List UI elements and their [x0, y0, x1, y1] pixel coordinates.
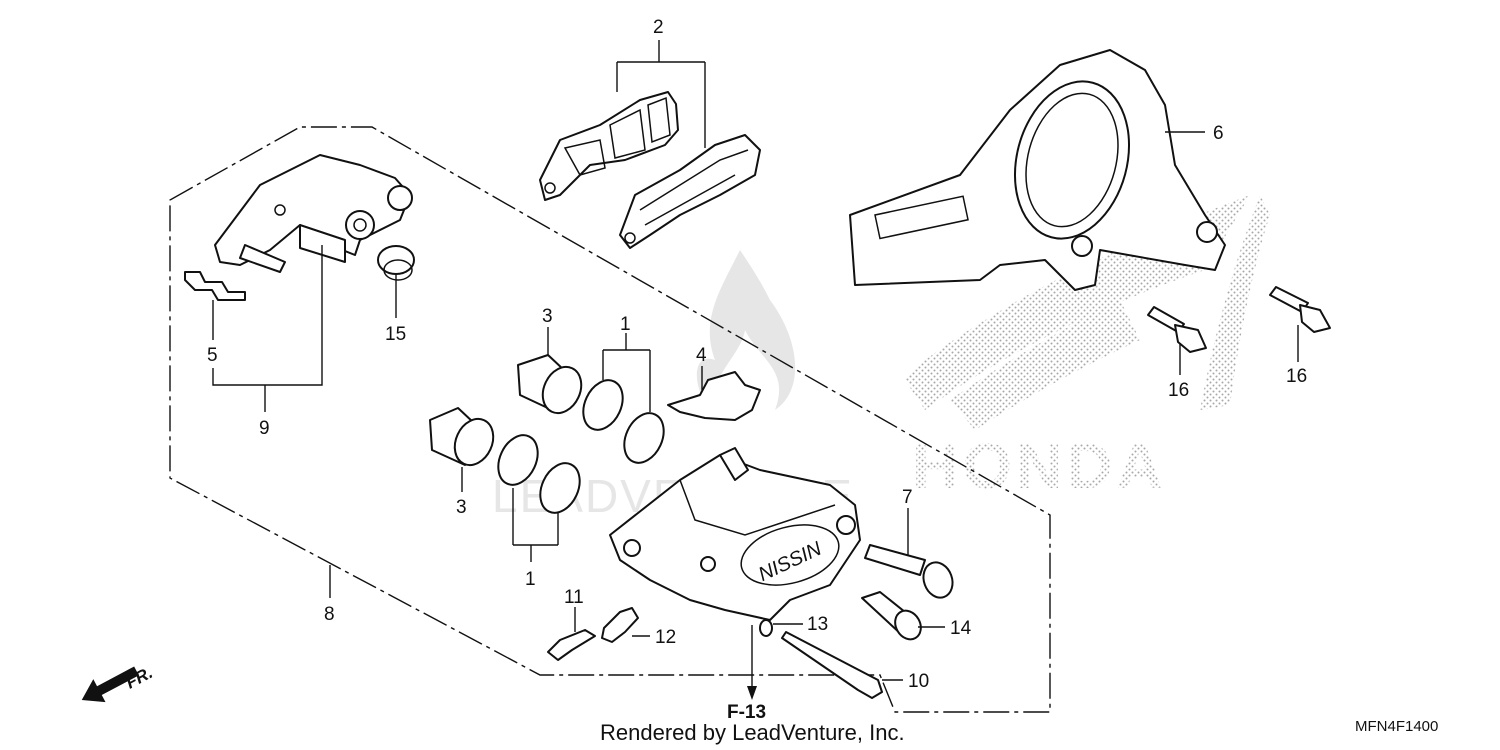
pad-pin	[781, 631, 883, 699]
footer-credit: Rendered by LeadVenture, Inc.	[600, 720, 905, 745]
bracket-bolt-2	[1269, 286, 1331, 333]
callout-16-left: 16	[1168, 380, 1189, 401]
boot	[377, 245, 415, 281]
caliper-support	[214, 154, 413, 273]
callout-12: 12	[655, 627, 676, 648]
piston-lower	[429, 407, 495, 467]
caliper-body: NISSIN	[609, 447, 861, 621]
callout-1-upper: 1	[620, 314, 631, 335]
bracket-bolt-1	[1147, 306, 1207, 353]
seal-set-upper	[582, 379, 665, 464]
diagram-code: MFN4F1400	[1355, 718, 1438, 735]
pad-clip	[184, 271, 246, 301]
pin-bolt	[861, 591, 922, 641]
callout-6: 6	[1213, 123, 1224, 144]
washer	[759, 619, 773, 637]
callout-13: 13	[807, 614, 828, 635]
callout-4: 4	[696, 345, 707, 366]
reference-f13: F-13	[727, 702, 766, 723]
honda-watermark-text: HONDA	[912, 430, 1167, 502]
caliper-bracket	[849, 49, 1226, 291]
callout-7: 7	[902, 487, 913, 508]
callout-5: 5	[207, 345, 218, 366]
callout-16-right: 16	[1286, 366, 1307, 387]
caliper-assembly-outline	[169, 126, 1051, 713]
bleed-cap	[601, 607, 639, 643]
callout-14: 14	[950, 618, 972, 639]
front-arrow-icon	[81, 666, 139, 703]
callout-1-lower: 1	[525, 569, 536, 590]
callout-8: 8	[324, 604, 335, 625]
pad-spring	[667, 371, 761, 421]
brake-pad-rear	[619, 134, 761, 249]
callout-15: 15	[385, 324, 406, 345]
brake-pad-front	[539, 91, 679, 201]
leader-lines	[212, 40, 1299, 700]
callout-10: 10	[908, 671, 929, 692]
caliper-pin	[864, 544, 954, 599]
callout-3-lower: 3	[456, 497, 467, 518]
seal-set-lower	[497, 434, 581, 514]
callout-9: 9	[259, 418, 270, 439]
callout-3-upper: 3	[542, 306, 553, 327]
callout-2: 2	[653, 17, 664, 38]
piston-upper	[517, 354, 583, 415]
bleed-screw	[547, 629, 596, 661]
front-indicator-label: FR.	[123, 663, 156, 693]
callout-11: 11	[564, 587, 584, 608]
